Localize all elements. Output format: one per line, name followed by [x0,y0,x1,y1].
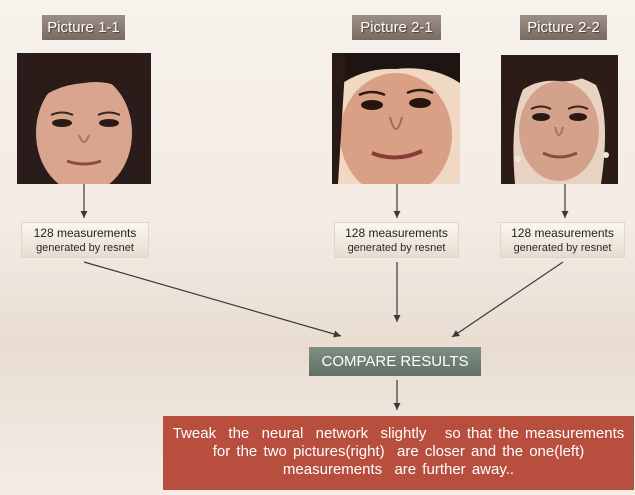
tweak-text-line-2: for the two pictures(right) are closer a… [212,443,585,460]
picture-1-1-title: Picture 1-1 [42,15,125,40]
measurements-sublabel-1: generated by resnet [36,242,134,254]
measurements-label-2: 128 measurements [345,226,448,240]
tweak-text-line-3: measurements are further away.. [282,461,515,478]
measurements-label-1: 128 measurements [33,226,137,240]
measurements-sublabel-2: generated by resnet [347,242,446,254]
compare-results-box: COMPARE RESULTS [309,347,481,376]
tweak-instruction-box: Tweak the neural network slightly so tha… [163,416,634,490]
measurements-label-3: 128 measurements [511,226,614,240]
face-photo-3 [501,55,618,184]
measurements-box-2: 128 measurements generated by resnet [334,222,459,258]
picture-2-2-title: Picture 2-2 [520,15,607,40]
face-photo-2 [332,53,460,184]
picture-2-1-title: Picture 2-1 [352,15,441,40]
measurements-box-1: 128 measurements generated by resnet [21,222,149,258]
tweak-text-line-1: Tweak the neural network slightly so tha… [172,425,625,442]
arrow-meas1-to-compare [83,261,342,338]
measurements-sublabel-3: generated by resnet [513,242,612,254]
arrow-meas3-to-compare [451,261,564,338]
measurements-box-3: 128 measurements generated by resnet [500,222,625,258]
face-photo-1 [17,53,151,184]
